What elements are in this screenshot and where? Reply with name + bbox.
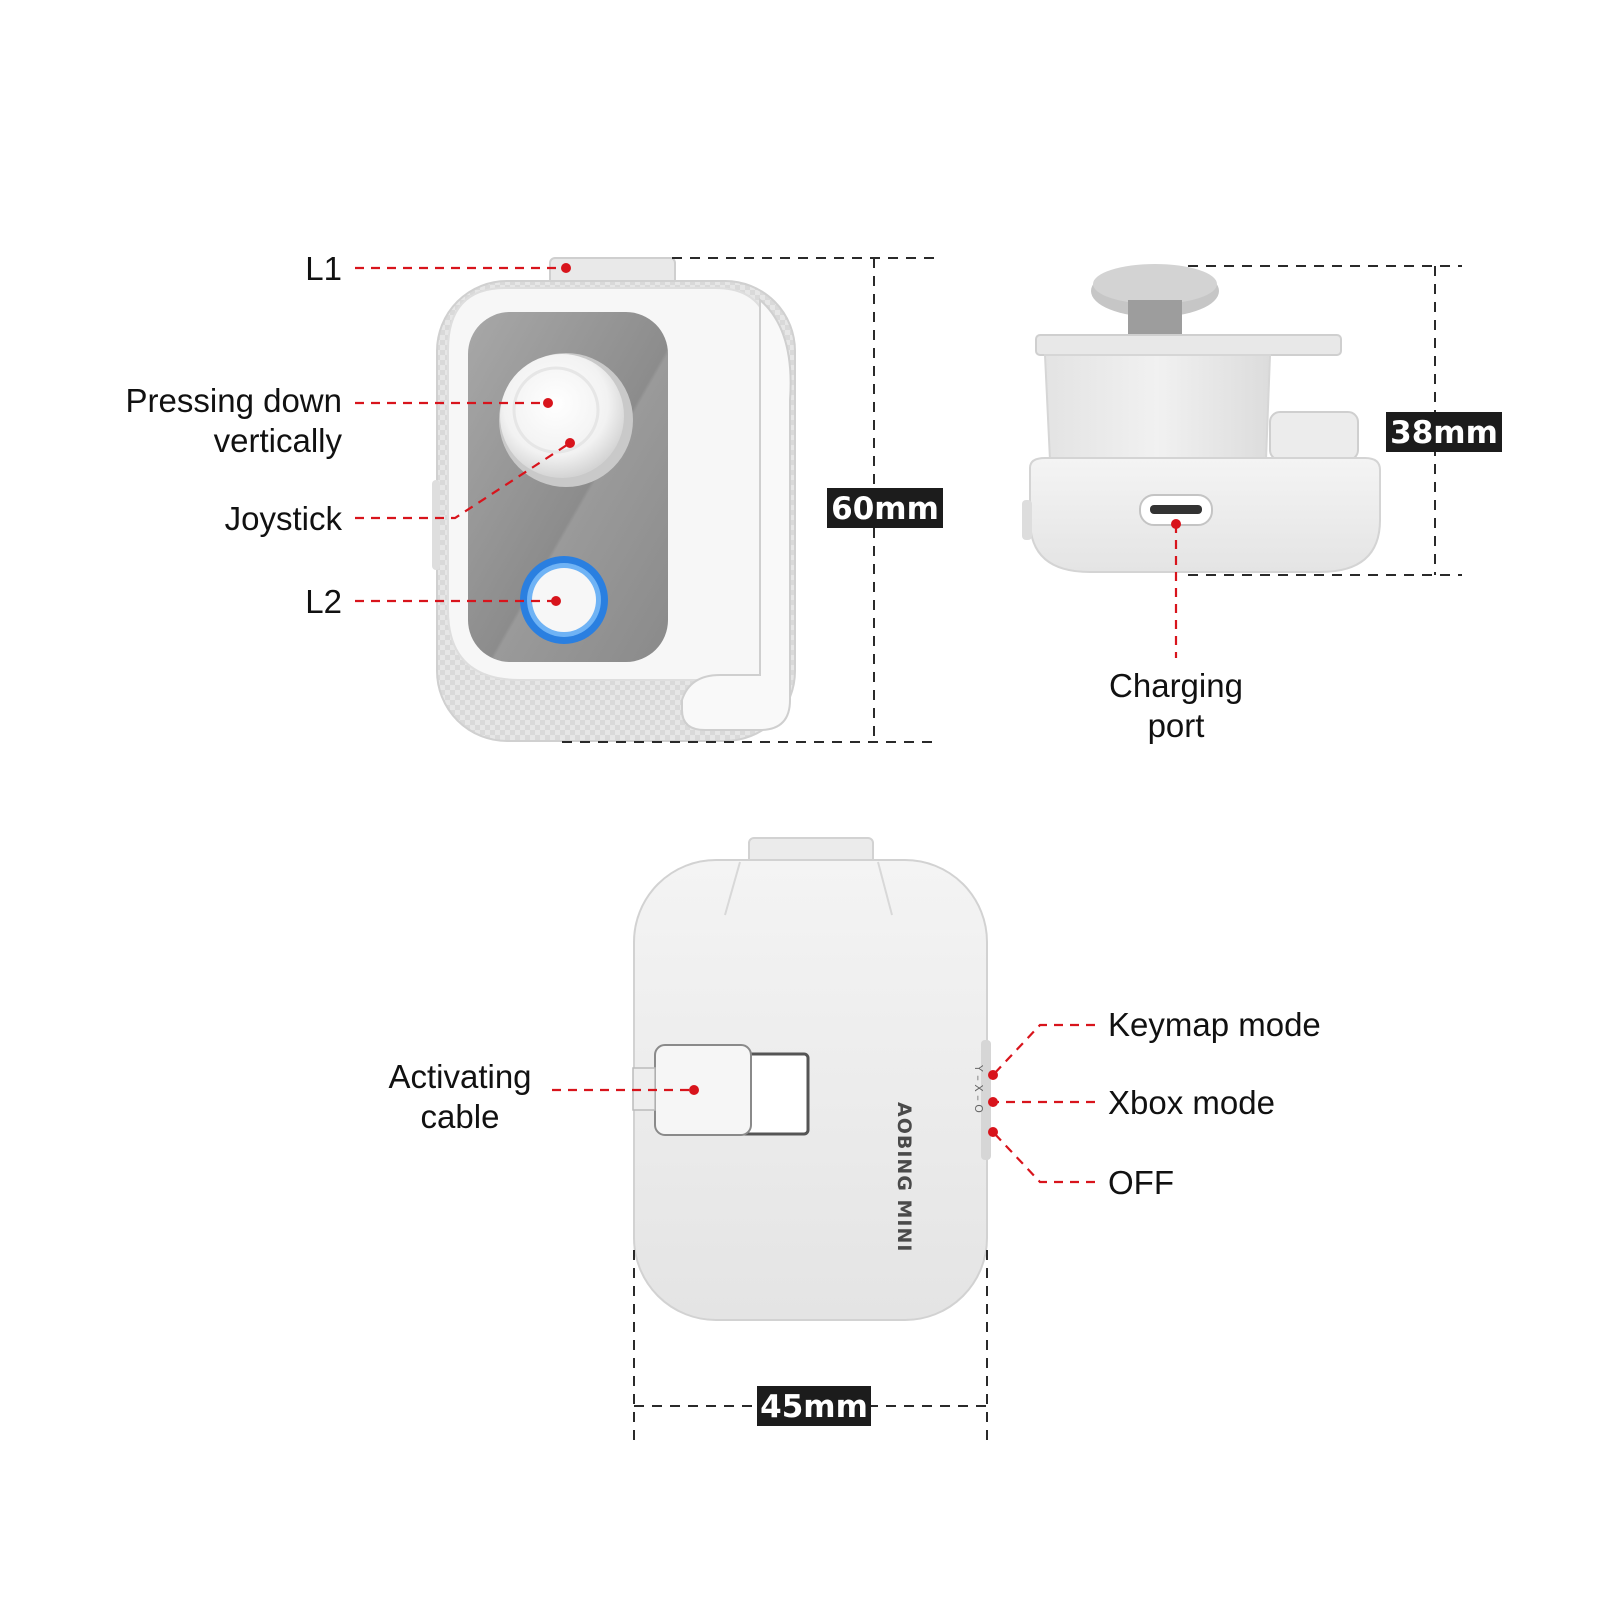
label-joystick: Joystick <box>225 500 343 537</box>
side-cup <box>1043 354 1272 461</box>
label-l1: L1 <box>305 250 342 287</box>
side-top-plate <box>1035 334 1342 356</box>
side-leaders <box>1171 519 1181 658</box>
dim-45-box <box>757 1386 871 1426</box>
dim-45-label: 45mm <box>760 1389 868 1425</box>
width-45-guides <box>633 1250 988 1448</box>
label-xbox-mode: Xbox mode <box>1108 1084 1275 1121</box>
label-keymap-mode: Keymap mode <box>1108 1006 1321 1043</box>
l2-button <box>532 568 596 632</box>
joystick-dimple <box>512 366 600 454</box>
clip-rail <box>681 297 792 731</box>
front-side-key <box>432 480 440 570</box>
charging-port-slot <box>1150 505 1202 514</box>
joystick-cap <box>500 354 624 478</box>
dim-60-label: 60mm <box>831 491 939 527</box>
label-charging-line1: Charging <box>1109 667 1243 704</box>
mode-switch-marks: Y – X – O <box>972 1064 985 1113</box>
dim-38-label: 38mm <box>1390 415 1498 451</box>
back-view: Y – X – O AOBING MINI <box>632 837 991 1321</box>
front-view <box>432 257 796 742</box>
side-joystick-stem <box>1128 300 1182 340</box>
brand-text: AOBING MINI <box>893 1102 915 1252</box>
side-joystick-knob-top <box>1093 264 1217 304</box>
front-leaders <box>355 263 575 606</box>
label-activating-line2: cable <box>421 1098 500 1135</box>
label-charging-line2: port <box>1148 707 1205 744</box>
side-left-key <box>1022 500 1032 540</box>
side-button <box>1269 411 1359 461</box>
back-clip-flap <box>724 861 893 916</box>
label-activating-line1: Activating <box>388 1058 531 1095</box>
label-pressing-line1: Pressing down <box>126 382 342 419</box>
label-off: OFF <box>1108 1164 1174 1201</box>
side-view <box>1022 264 1381 573</box>
back-leaders <box>552 1023 1095 1184</box>
dim-60-box <box>827 488 943 528</box>
height-38-guides <box>1188 265 1462 576</box>
label-pressing-line2: vertically <box>214 422 343 459</box>
dim-38-box <box>1386 412 1502 452</box>
label-l2: L2 <box>305 583 342 620</box>
